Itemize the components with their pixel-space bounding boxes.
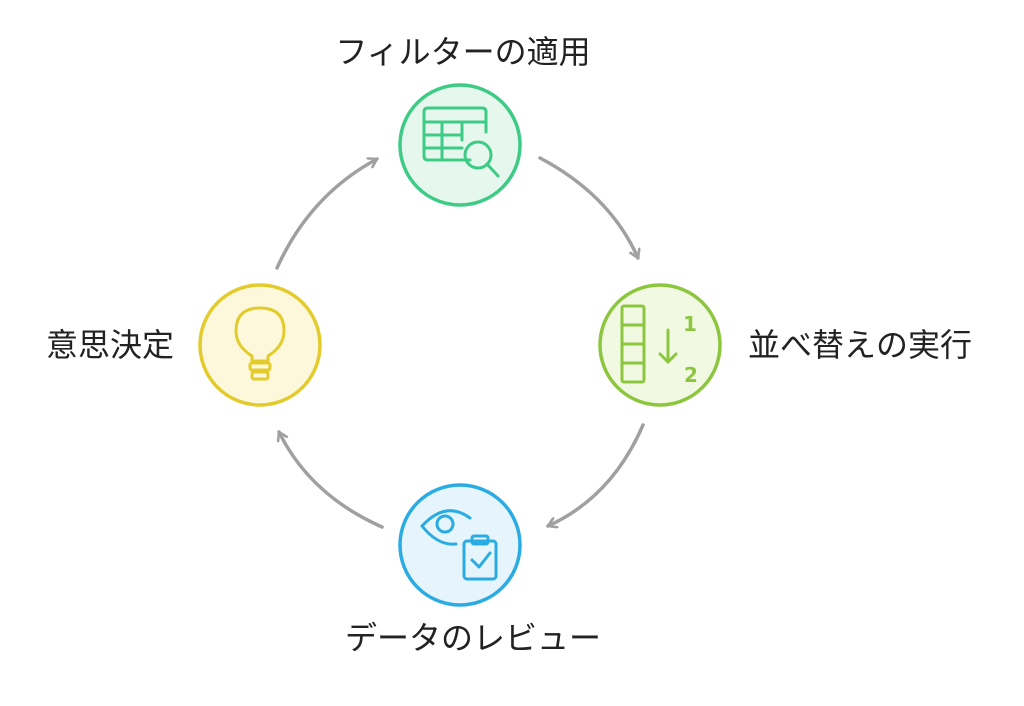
node-decide <box>198 283 322 407</box>
node-sort-circle <box>598 283 722 407</box>
node-filter-circle <box>398 83 522 207</box>
node-filter <box>398 83 522 207</box>
node-review <box>398 483 522 607</box>
node-label-decide: 意思決定 <box>46 326 175 364</box>
node-label-review: データのレビュー <box>344 619 602 657</box>
node-sort: 1 2 <box>598 283 722 407</box>
sort-digit-bottom: 2 <box>684 363 698 387</box>
arrow-sort-to-review <box>546 423 645 526</box>
arrow-filter-to-sort <box>538 156 638 260</box>
node-review-circle <box>398 483 522 607</box>
sort-numeric-icon: 1 2 <box>620 304 698 387</box>
node-decide-circle <box>198 283 322 407</box>
arrow-decide-to-filter <box>275 159 379 270</box>
table-search-icon <box>422 106 500 178</box>
sort-digit-top: 1 <box>683 312 697 336</box>
arrow-review-to-decide <box>279 430 384 529</box>
node-label-filter: フィルターの適用 <box>335 33 591 71</box>
node-label-sort: 並べ替えの実行 <box>748 326 973 364</box>
lightbulb-icon <box>234 306 286 381</box>
eye-clipboard-check-icon <box>420 509 498 581</box>
